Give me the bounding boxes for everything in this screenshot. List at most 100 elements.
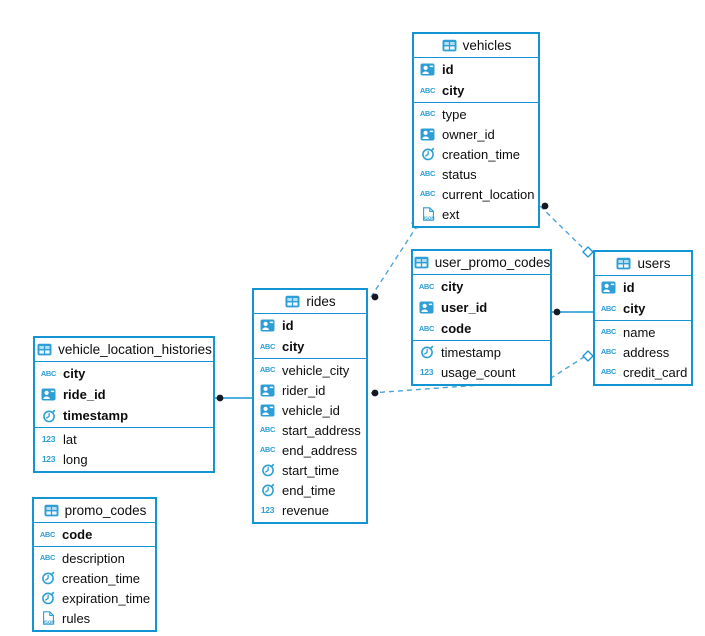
field-row[interactable]: ABC credit_card — [595, 362, 691, 382]
field-row[interactable]: expiration_time — [34, 588, 155, 608]
uuid-person-icon — [419, 128, 436, 141]
table-header[interactable]: vehicles — [414, 34, 538, 58]
primary-key-row[interactable]: id — [414, 59, 538, 80]
clock-icon — [418, 345, 435, 359]
field-row[interactable]: ABC name — [595, 322, 691, 342]
table-vehicle_location_histories[interactable]: vehicle_location_histories ABC city ride… — [33, 336, 215, 473]
clock-icon — [259, 483, 276, 497]
field-row[interactable]: ABC description — [34, 548, 155, 568]
123-icon: 123 — [41, 453, 56, 464]
table-header[interactable]: rides — [254, 290, 366, 314]
field-name: end_address — [282, 442, 358, 458]
abc-icon: ABC — [600, 367, 617, 377]
field-row[interactable]: 123 revenue — [254, 500, 366, 520]
clock-icon — [259, 463, 276, 477]
field-row[interactable]: ABC current_location — [414, 184, 538, 204]
field-name: address — [623, 344, 670, 360]
table-icon — [441, 39, 458, 52]
field-row[interactable]: ABC type — [414, 104, 538, 124]
field-row[interactable]: vehicle_id — [254, 400, 366, 420]
field-row[interactable]: creation_time — [414, 144, 538, 164]
primary-key-row[interactable]: user_id — [413, 297, 550, 318]
table-title: user_promo_codes — [434, 254, 551, 270]
field-name: credit_card — [623, 364, 688, 380]
field-row[interactable]: JSON ext — [414, 204, 538, 224]
primary-key-row[interactable]: ABC city — [595, 298, 691, 319]
table-header[interactable]: user_promo_codes — [413, 251, 550, 275]
field-row[interactable]: owner_id — [414, 124, 538, 144]
field-row[interactable]: end_time — [254, 480, 366, 500]
field-row[interactable]: 123 usage_count — [413, 362, 550, 382]
field-row[interactable]: rider_id — [254, 380, 366, 400]
table-icon — [284, 295, 301, 308]
field-row[interactable]: ABC start_address — [254, 420, 366, 440]
field-name: vehicle_city — [282, 362, 350, 378]
field-name: revenue — [282, 502, 329, 518]
table-header[interactable]: users — [595, 252, 691, 276]
json-icon: JSON — [39, 611, 56, 625]
field-row[interactable]: creation_time — [34, 568, 155, 588]
field-name: city — [282, 339, 305, 354]
abc-icon: ABC — [418, 281, 435, 291]
table-title: vehicle_location_histories — [58, 341, 212, 357]
table-user_promo_codes[interactable]: user_promo_codes ABC city user_id ABC co… — [411, 249, 552, 386]
table-users[interactable]: users id ABC city ABC name ABC address A… — [593, 250, 693, 386]
table-promo_codes[interactable]: promo_codes ABC code ABC description cre… — [32, 497, 157, 632]
table-icon — [43, 504, 60, 517]
field-name: id — [442, 62, 454, 77]
primary-key-row[interactable]: ride_id — [35, 384, 213, 405]
table-icon — [413, 256, 430, 269]
table-vehicles[interactable]: vehicles id ABC city ABC type owner_id c… — [412, 32, 540, 228]
uuid-person-icon — [40, 388, 57, 401]
clock-icon — [39, 591, 56, 605]
table-rides[interactable]: rides id ABC city ABC vehicle_city rider… — [252, 288, 368, 524]
field-name: start_time — [282, 462, 340, 478]
field-row[interactable]: ABC address — [595, 342, 691, 362]
primary-key-row[interactable]: id — [254, 315, 366, 336]
table-header[interactable]: promo_codes — [34, 499, 155, 523]
field-name: id — [623, 280, 635, 295]
field-row[interactable]: ABC status — [414, 164, 538, 184]
fields-section: ABC vehicle_city rider_id vehicle_id ABC… — [254, 359, 366, 522]
table-header[interactable]: vehicle_location_histories — [35, 338, 213, 362]
fields-section: ABC type owner_id creation_time ABC stat… — [414, 103, 538, 226]
uuid-person-icon — [259, 319, 276, 332]
field-row[interactable]: 123 long — [35, 449, 213, 469]
field-row[interactable]: ABC end_address — [254, 440, 366, 460]
primary-key-row[interactable]: ABC city — [414, 80, 538, 101]
field-name: rider_id — [282, 382, 326, 398]
abc-icon: ABC — [39, 553, 56, 563]
abc-icon: ABC — [259, 445, 276, 455]
primary-key-row[interactable]: ABC city — [35, 363, 213, 384]
relationship-dot-endpoint — [371, 389, 379, 397]
primary-key-row[interactable]: ABC code — [34, 524, 155, 545]
primary-key-row[interactable]: ABC city — [413, 276, 550, 297]
relationship-diamond-endpoint — [582, 350, 594, 362]
field-name: long — [63, 451, 88, 467]
field-name: city — [623, 301, 646, 316]
clock-icon — [419, 147, 436, 161]
uuid-person-icon — [600, 281, 617, 294]
field-row[interactable]: timestamp — [413, 342, 550, 362]
field-row[interactable]: JSON rules — [34, 608, 155, 628]
field-row[interactable]: start_time — [254, 460, 366, 480]
primary-key-row[interactable]: ABC code — [413, 318, 550, 339]
abc-icon: ABC — [40, 368, 57, 378]
relationship-vehicles-users — [539, 205, 587, 252]
uuid-person-icon — [419, 63, 436, 76]
primary-key-row[interactable]: id — [595, 277, 691, 298]
uuid-person-icon — [259, 404, 276, 417]
field-name: start_address — [282, 422, 361, 438]
primary-key-row[interactable]: ABC city — [254, 336, 366, 357]
primary-key-row[interactable]: timestamp — [35, 405, 213, 426]
field-name: id — [282, 318, 294, 333]
abc-icon: ABC — [419, 169, 436, 179]
relationship-dot-endpoint — [216, 394, 224, 402]
primary-key-section: id ABC city — [595, 276, 691, 321]
fields-section: ABC description creation_time expiration… — [34, 547, 155, 630]
field-name: expiration_time — [62, 590, 151, 606]
field-row[interactable]: 123 lat — [35, 429, 213, 449]
table-icon — [615, 257, 632, 270]
field-row[interactable]: ABC vehicle_city — [254, 360, 366, 380]
